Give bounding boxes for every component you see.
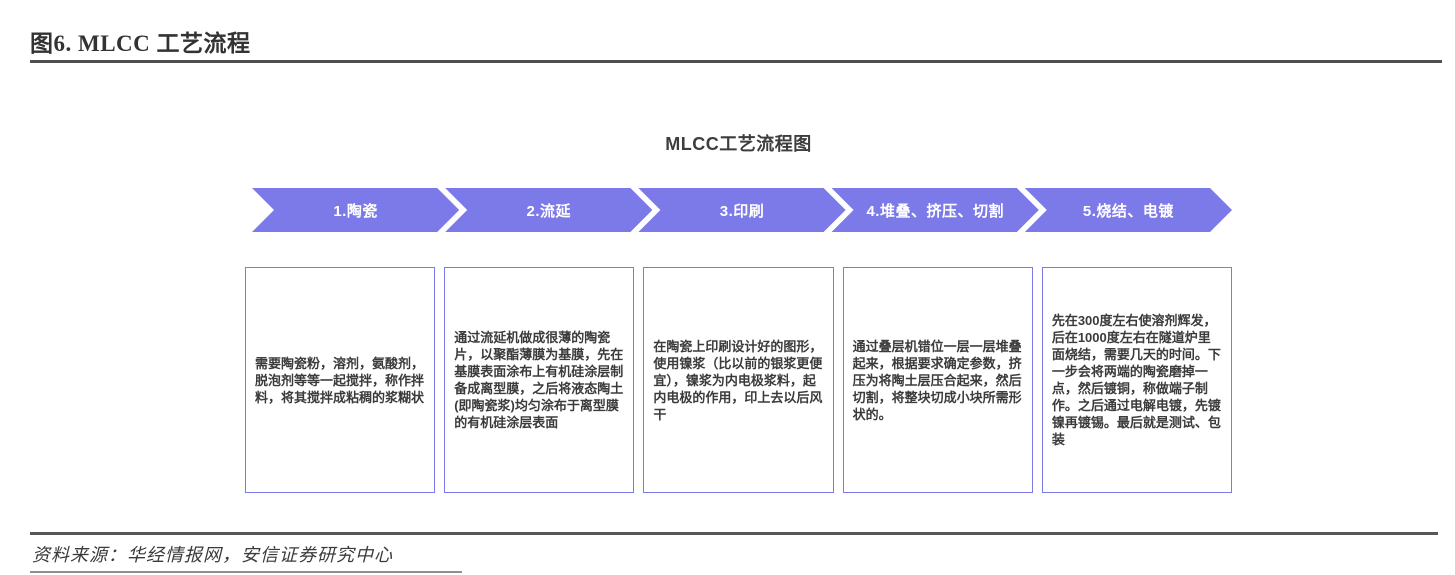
step-box-casting: 通过流延机做成很薄的陶瓷片，以聚酯薄膜为基膜，先在基膜表面涂布上有机硅涂层制备成… bbox=[444, 267, 635, 493]
chevron-step-label: 3.印刷 bbox=[719, 202, 765, 220]
chevron-step-casting: 2.流延 bbox=[445, 188, 652, 232]
step-box-ceramic: 需要陶瓷粉，溶剂，氨酸剂，脱泡剂等等一起搅拌，称作拌料，将其搅拌成粘稠的浆糊状 bbox=[245, 267, 436, 493]
process-description-row: 需要陶瓷粉，溶剂，氨酸剂，脱泡剂等等一起搅拌，称作拌料，将其搅拌成粘稠的浆糊状 … bbox=[245, 267, 1233, 493]
chevron-step-ceramic: 1.陶瓷 bbox=[252, 188, 459, 232]
step-description: 通过叠层机错位一层一层堆叠起来，根据要求确定参数，挤压为将陶土层压合起来，然后切… bbox=[852, 338, 1022, 422]
step-description: 先在300度左右使溶剂辉发，后在1000度左右在隧道炉里面烧结，需要几天的时间。… bbox=[1051, 313, 1221, 447]
chevron-step-label: 4.堆叠、挤压、切割 bbox=[866, 202, 1004, 220]
step-box-stacking: 通过叠层机错位一层一层堆叠起来，根据要求确定参数，挤压为将陶土层压合起来，然后切… bbox=[842, 267, 1033, 493]
step-description: 需要陶瓷粉，溶剂，氨酸剂，脱泡剂等等一起搅拌，称作拌料，将其搅拌成粘稠的浆糊状 bbox=[255, 355, 425, 405]
step-description: 在陶瓷上印刷设计好的图形，使用镍浆（比以前的银浆更便宜），镍浆为内电极浆料，起内… bbox=[653, 338, 823, 422]
diagram-title: MLCC工艺流程图 bbox=[665, 134, 812, 154]
footer-partial-line bbox=[30, 571, 462, 573]
mlcc-process-diagram: MLCC工艺流程图 1.陶瓷 2.流延 3.印刷 4.堆叠、挤压、切割 5.烧结… bbox=[245, 130, 1233, 493]
step-box-sintering: 先在300度左右使溶剂辉发，后在1000度左右在隧道炉里面烧结，需要几天的时间。… bbox=[1041, 267, 1233, 493]
title-divider-line bbox=[30, 60, 1442, 63]
figure-title: 图6. MLCC 工艺流程 bbox=[30, 31, 251, 56]
chevron-step-label: 5.烧结、电镀 bbox=[1082, 202, 1174, 220]
chevron-step-printing: 3.印刷 bbox=[638, 188, 845, 232]
step-box-printing: 在陶瓷上印刷设计好的图形，使用镍浆（比以前的银浆更便宜），镍浆为内电极浆料，起内… bbox=[643, 267, 834, 493]
chevron-step-label: 1.陶瓷 bbox=[333, 202, 378, 220]
step-description: 通过流延机做成很薄的陶瓷片，以聚酯薄膜为基膜，先在基膜表面涂布上有机硅涂层制备成… bbox=[454, 330, 624, 430]
source-divider-line bbox=[30, 532, 1438, 535]
process-chevron-row: 1.陶瓷 2.流延 3.印刷 4.堆叠、挤压、切割 5.烧结、电镀 bbox=[252, 188, 1232, 232]
chevron-step-stacking: 4.堆叠、挤压、切割 bbox=[832, 188, 1039, 232]
chevron-step-label: 2.流延 bbox=[526, 202, 572, 220]
chevron-step-sintering: 5.烧结、电镀 bbox=[1025, 188, 1232, 232]
data-source-note: 资料来源：华经情报网，安信证券研究中心 bbox=[32, 545, 393, 565]
